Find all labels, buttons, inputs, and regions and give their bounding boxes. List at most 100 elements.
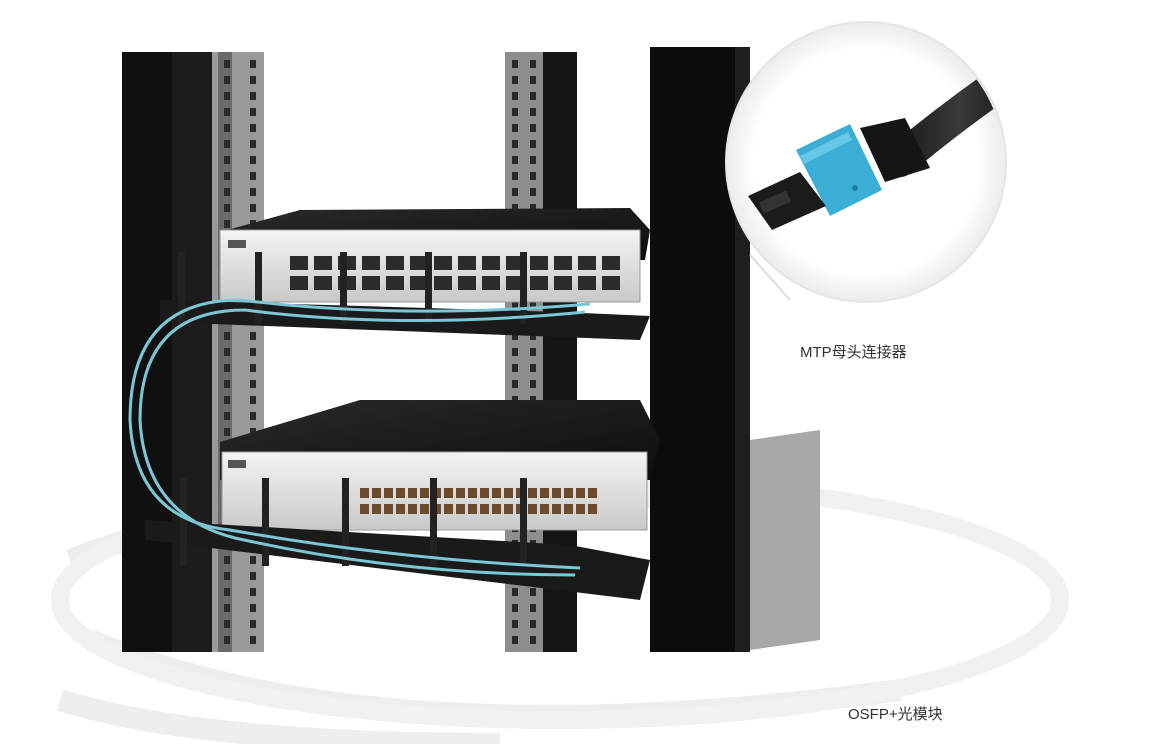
rail-hole [250,412,256,420]
rail-hole [512,76,518,84]
port [492,488,501,498]
port [576,504,585,514]
rail-hole [512,124,518,132]
rail-hole [224,588,230,596]
rail-hole [250,588,256,596]
rail-hole [530,108,536,116]
rail-hole [512,332,518,340]
port [444,504,453,514]
port [552,504,561,514]
port [552,488,561,498]
switch-top [219,208,650,303]
rail-hole [512,380,518,388]
rail-hole [224,76,230,84]
rail-hole [512,348,518,356]
rail-hole [250,636,256,644]
rail-hole [512,588,518,596]
rail-hole [224,124,230,132]
port [314,276,332,290]
rail-hole [224,412,230,420]
port [384,504,393,514]
port [314,256,332,270]
rail-hole [512,140,518,148]
rail-hole [224,188,230,196]
rail-hole [512,620,518,628]
port [456,488,465,498]
port [434,276,452,290]
rail-hole [512,364,518,372]
port [504,504,513,514]
cable-finger [430,478,437,566]
mtp-connector-callout [725,21,1007,303]
port [578,276,596,290]
port [504,488,513,498]
port [386,276,404,290]
rail-hole [530,92,536,100]
rail-hole [224,108,230,116]
port [396,488,405,498]
rail-hole [530,636,536,644]
port [458,276,476,290]
port [492,504,501,514]
rail-hole [224,380,230,388]
port [458,256,476,270]
rail-hole [530,364,536,372]
rail-hole [250,156,256,164]
cable-finger [520,252,527,324]
switch-bottom [220,400,660,531]
rail-hole [250,380,256,388]
rail-hole [530,300,536,308]
rail-hole [530,332,536,340]
rail-hole [512,636,518,644]
port [434,256,452,270]
rail-hole [512,108,518,116]
port [372,504,381,514]
rail-hole [224,140,230,148]
rail-hole [512,156,518,164]
rack-side-panel [750,430,820,650]
port [554,256,572,270]
port [482,276,500,290]
rail-hole [224,572,230,580]
cable-finger [520,478,527,566]
port [530,276,548,290]
cable-finger [340,252,347,324]
port [420,504,429,514]
rail-hole [224,348,230,356]
port [480,504,489,514]
rail-hole [250,108,256,116]
rail-hole [512,204,518,212]
port [480,488,489,498]
rail-hole [224,604,230,612]
port [602,276,620,290]
port [372,488,381,498]
port [506,256,524,270]
rail-hole [530,156,536,164]
rail-hole [250,428,256,436]
port [360,488,369,498]
cable-finger [425,252,432,324]
cable-finger [255,252,262,324]
rail-hole [250,76,256,84]
rail-hole [224,396,230,404]
rail-hole [250,140,256,148]
rail-hole [250,348,256,356]
port [408,488,417,498]
port [362,276,380,290]
rail-hole [224,428,230,436]
port [528,504,537,514]
switch-top-ports [290,256,620,290]
port [588,488,597,498]
port [602,256,620,270]
rail-hole [512,60,518,68]
port [468,488,477,498]
port [456,504,465,514]
rail-hole [250,604,256,612]
rail-hole [530,204,536,212]
port [588,504,597,514]
port [554,276,572,290]
rail-hole [224,636,230,644]
port [528,488,537,498]
port [410,256,428,270]
